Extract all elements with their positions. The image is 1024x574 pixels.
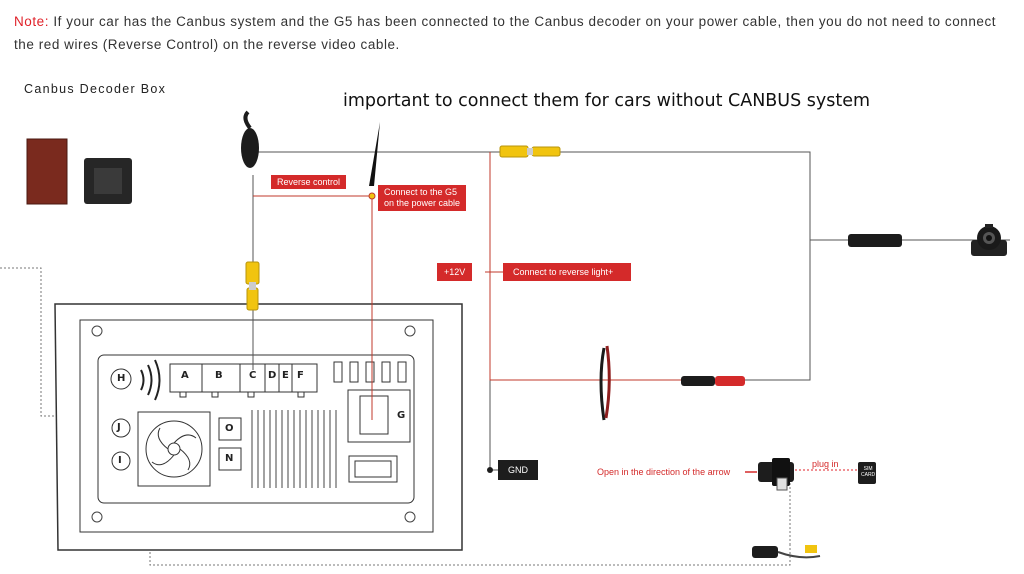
port-e: E — [282, 370, 289, 381]
port-c: C — [249, 370, 257, 381]
sim-card-label: SIM CARD — [861, 466, 875, 478]
rca-connector-vertical — [245, 261, 260, 311]
port-j: J — [117, 422, 121, 433]
gnd-cable — [489, 380, 498, 471]
note-prefix: Note: — [14, 14, 50, 29]
connect-g5-line1: Connect to the G5 — [384, 187, 458, 197]
bottom-cable — [752, 545, 821, 559]
plus12v-label: +12V — [437, 263, 473, 281]
port-i: I — [118, 455, 122, 466]
head-unit-inner — [79, 319, 434, 533]
connect-g5-line2: on the power cable — [384, 198, 461, 208]
fan-housing — [137, 411, 211, 487]
sim-line1: SIM — [863, 466, 873, 472]
port-b: B — [215, 370, 223, 381]
port-g: G — [397, 410, 406, 421]
g-connector — [347, 389, 411, 443]
important-note: important to connect them for cars witho… — [343, 91, 871, 111]
power-lead — [599, 345, 745, 421]
usb-dongle — [745, 458, 794, 491]
heatsink-fins — [251, 410, 337, 488]
port-f: F — [297, 370, 304, 381]
connect-g5-label: Connect to the G5 on the power cable — [378, 185, 467, 211]
reverse-light-label: Connect to reverse light+ — [503, 263, 631, 281]
connector-block — [169, 363, 318, 393]
plug-in-label: plug in — [812, 459, 839, 469]
port-a: A — [181, 370, 189, 381]
port-h: H — [117, 373, 126, 384]
connector-panel — [97, 354, 415, 504]
port-d: D — [268, 370, 277, 381]
rca-connector-top — [499, 145, 561, 158]
reverse-camera — [971, 224, 1007, 256]
gnd-label: GND — [498, 460, 538, 480]
power-cable-coil — [241, 110, 259, 168]
port-n: N — [225, 453, 234, 464]
note-text: Note: If your car has the Canbus system … — [14, 10, 1014, 56]
pointer-arrow — [369, 122, 380, 186]
power-wire — [489, 152, 690, 381]
reverse-control-label: Reverse control — [271, 175, 347, 189]
camera-connector — [848, 234, 902, 247]
canbus-decoder-box-red — [26, 138, 68, 205]
dotted-line-left — [0, 267, 60, 417]
note-body: If your car has the Canbus system and th… — [14, 14, 997, 52]
sim-line2: CARD — [861, 472, 876, 478]
open-arrow-label: Open in the direction of the arrow — [597, 467, 731, 477]
port-o: O — [225, 423, 234, 434]
sim-card — [858, 462, 876, 484]
canbus-decoder-heading: Canbus Decoder Box — [24, 82, 167, 96]
